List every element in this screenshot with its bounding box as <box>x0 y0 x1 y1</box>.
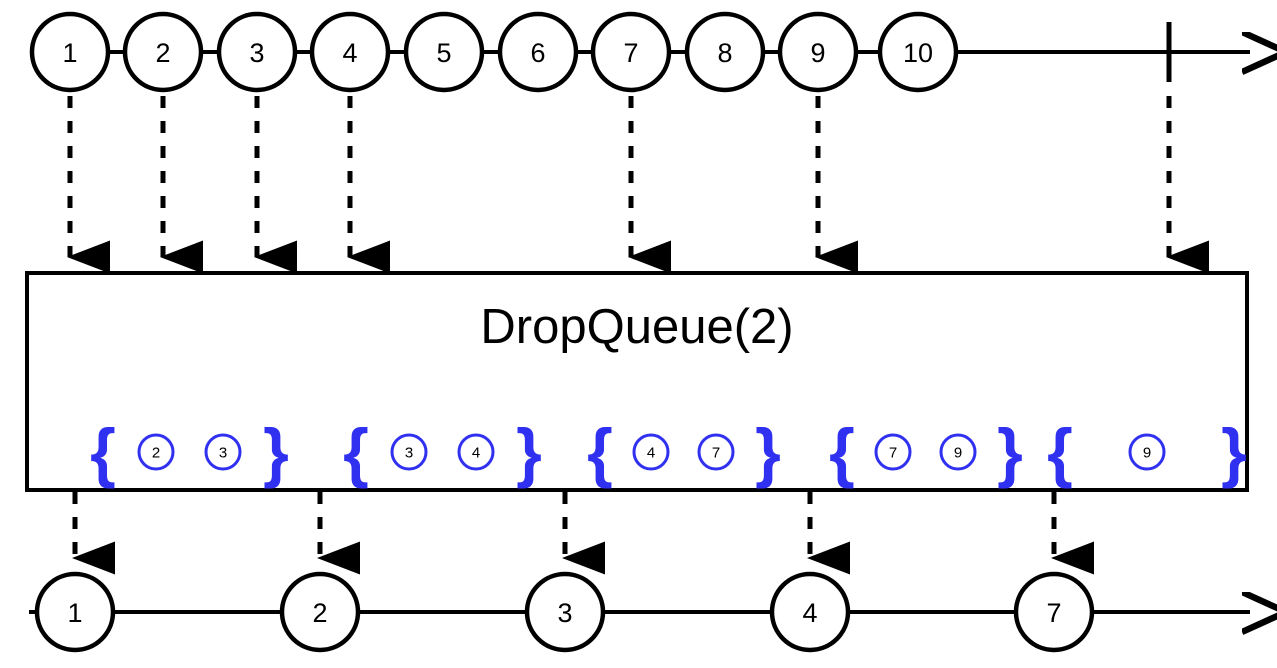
source-marble-label: 7 <box>623 38 638 68</box>
source-marble-label: 6 <box>530 38 545 68</box>
queue-item-label: 2 <box>152 445 160 462</box>
output-marble-4[interactable] <box>769 571 851 653</box>
source-marble-10[interactable] <box>877 11 959 93</box>
queue-brace-close: } <box>516 415 542 489</box>
queue-item-4[interactable] <box>457 433 495 471</box>
queue-item-3[interactable] <box>204 433 242 471</box>
queue-item-label: 9 <box>954 445 962 462</box>
source-marble-label: 9 <box>810 38 825 68</box>
queue-item-4[interactable] <box>632 433 670 471</box>
queue-brace-open: { <box>90 415 116 489</box>
source-marble-label: 8 <box>717 38 732 68</box>
queue-brace-close: } <box>997 415 1023 489</box>
queue-item-2[interactable] <box>137 433 175 471</box>
queue-brace-open: { <box>587 415 613 489</box>
output-marble-1[interactable] <box>34 571 116 653</box>
queue-item-3[interactable] <box>390 433 428 471</box>
queue-item-label: 7 <box>889 445 897 462</box>
queue-brace-close: } <box>755 415 781 489</box>
queue-brace-close: } <box>1221 415 1247 489</box>
output-marble-3[interactable] <box>524 571 606 653</box>
source-marble-8[interactable] <box>684 11 766 93</box>
source-marble-label: 4 <box>342 38 357 68</box>
source-marble-6[interactable] <box>497 11 579 93</box>
source-to-box-arrows <box>67 96 1209 274</box>
source-marble-label: 2 <box>155 38 170 68</box>
queue-snapshots: {} 2 3 {} 3 4 {} 4 7 {} 7 9 {} 9 <box>90 415 1247 489</box>
queue-item-label: 7 <box>712 445 720 462</box>
output-marble-label: 2 <box>312 598 327 628</box>
output-marble-label: 7 <box>1046 598 1061 628</box>
source-marble-label: 1 <box>62 38 77 68</box>
source-marble-3[interactable] <box>216 11 298 93</box>
queue-item-9[interactable] <box>1128 433 1166 471</box>
output-marble-label: 4 <box>802 598 817 628</box>
output-marble-label: 3 <box>557 598 572 628</box>
queue-item-label: 4 <box>472 445 480 462</box>
queue-item-7[interactable] <box>697 433 735 471</box>
queue-item-label: 3 <box>405 445 413 462</box>
source-marble-2[interactable] <box>122 11 204 93</box>
source-marble-5[interactable] <box>403 11 485 93</box>
queue-brace-close: } <box>263 415 289 489</box>
source-marble-label: 3 <box>249 38 264 68</box>
output-timeline: 1 2 3 4 7 <box>29 571 1250 653</box>
source-timeline: 1 2 3 4 5 6 7 8 9 10 <box>29 11 1250 93</box>
queue-item-9[interactable] <box>939 433 977 471</box>
source-marble-label: 10 <box>903 38 933 68</box>
queue-brace-open: { <box>1047 415 1073 489</box>
queue-brace-open: { <box>343 415 369 489</box>
source-marble-4[interactable] <box>309 11 391 93</box>
queue-item-7[interactable] <box>874 433 912 471</box>
operator-title: DropQueue(2) <box>480 300 793 354</box>
box-to-output-arrows <box>72 492 1094 575</box>
queue-item-label: 4 <box>647 445 655 462</box>
source-marble-7[interactable] <box>590 11 672 93</box>
source-marble-1[interactable] <box>29 11 111 93</box>
output-marble-7[interactable] <box>1013 571 1095 653</box>
queue-item-label: 9 <box>1143 445 1151 462</box>
queue-brace-open: { <box>829 415 855 489</box>
queue-item-label: 3 <box>219 445 227 462</box>
output-marble-2[interactable] <box>279 571 361 653</box>
source-marble-9[interactable] <box>777 11 859 93</box>
source-marble-label: 5 <box>436 38 451 68</box>
output-marble-label: 1 <box>67 598 82 628</box>
